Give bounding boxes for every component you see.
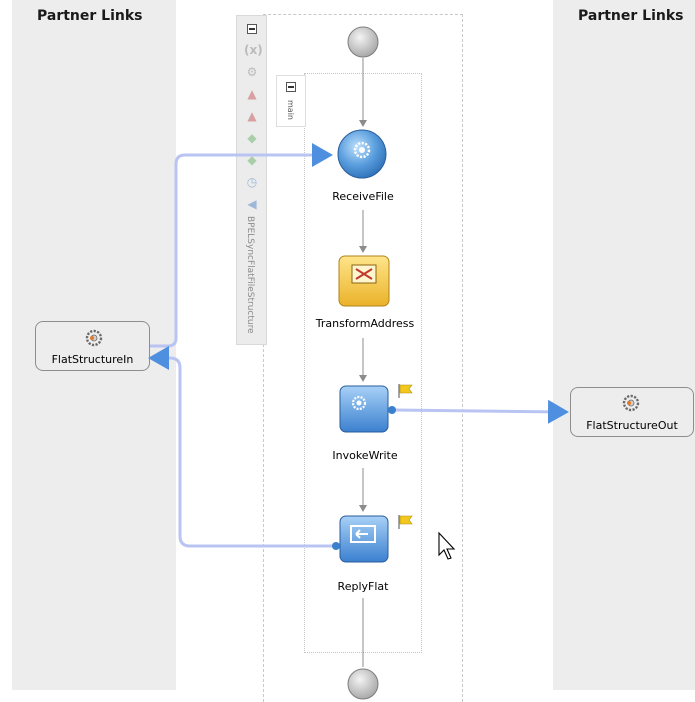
timer-icon[interactable]: ◷ <box>246 175 258 189</box>
message-icon[interactable]: ▲ <box>247 109 257 123</box>
invoke-activity-label: InvokeWrite <box>332 449 398 462</box>
process-toolbar: (x) ⚙ ▲ ▲ ◆ ◆ ◷ ◀ BPELSyncFlatFileStruct… <box>236 15 267 345</box>
collapse-main-icon[interactable] <box>286 82 296 92</box>
alarm-icon[interactable]: ▲ <box>247 87 257 101</box>
reply-activity-label: ReplyFlat <box>337 580 389 593</box>
gear-icon <box>622 394 640 412</box>
message-icon[interactable]: ◀ <box>247 197 257 211</box>
lane-title-right: Partner Links <box>578 8 684 24</box>
transform-activity[interactable] <box>338 255 390 307</box>
gear-icon <box>85 329 103 347</box>
main-scope-tab[interactable]: main <box>276 75 306 127</box>
start-node[interactable] <box>347 26 379 58</box>
process-name-label: BPELSyncFlatFileStructure <box>245 216 255 334</box>
partner-link-flatstructureout[interactable]: FlatStructureOut <box>570 387 694 437</box>
reply-icon <box>350 525 376 543</box>
transform-activity-label: TransformAddress <box>315 317 415 330</box>
end-node[interactable] <box>347 668 379 700</box>
reply-activity[interactable] <box>332 515 389 563</box>
collapse-icon[interactable] <box>247 24 257 34</box>
transform-icon <box>351 264 377 284</box>
partner-link-label: FlatStructureOut <box>586 419 678 432</box>
message-icon[interactable]: ◆ <box>247 131 257 145</box>
message-icon[interactable]: ◆ <box>247 153 257 167</box>
partner-links-lane-right: Partner Links <box>553 0 695 690</box>
partner-link-flatstructurein[interactable]: FlatStructureIn <box>35 321 150 371</box>
receive-activity[interactable] <box>337 129 387 179</box>
gear-icon <box>351 395 367 411</box>
partner-link-wires <box>148 143 569 548</box>
correlation-icon[interactable]: ⚙ <box>246 65 258 79</box>
mouse-cursor-icon <box>438 531 456 560</box>
partner-link-label: FlatStructureIn <box>51 353 134 366</box>
main-scope-label: main <box>286 100 295 120</box>
variables-icon[interactable]: (x) <box>244 43 263 57</box>
lane-title-left: Partner Links <box>37 8 143 24</box>
process-scope <box>263 14 463 702</box>
warning-flag-icon <box>398 384 413 398</box>
invoke-connector-dot <box>388 406 396 414</box>
gear-icon <box>353 141 371 159</box>
warning-flag-icon <box>398 515 413 529</box>
invoke-activity[interactable] <box>339 385 396 433</box>
reply-connector-dot <box>332 542 340 550</box>
receive-activity-label: ReceiveFile <box>332 190 394 203</box>
